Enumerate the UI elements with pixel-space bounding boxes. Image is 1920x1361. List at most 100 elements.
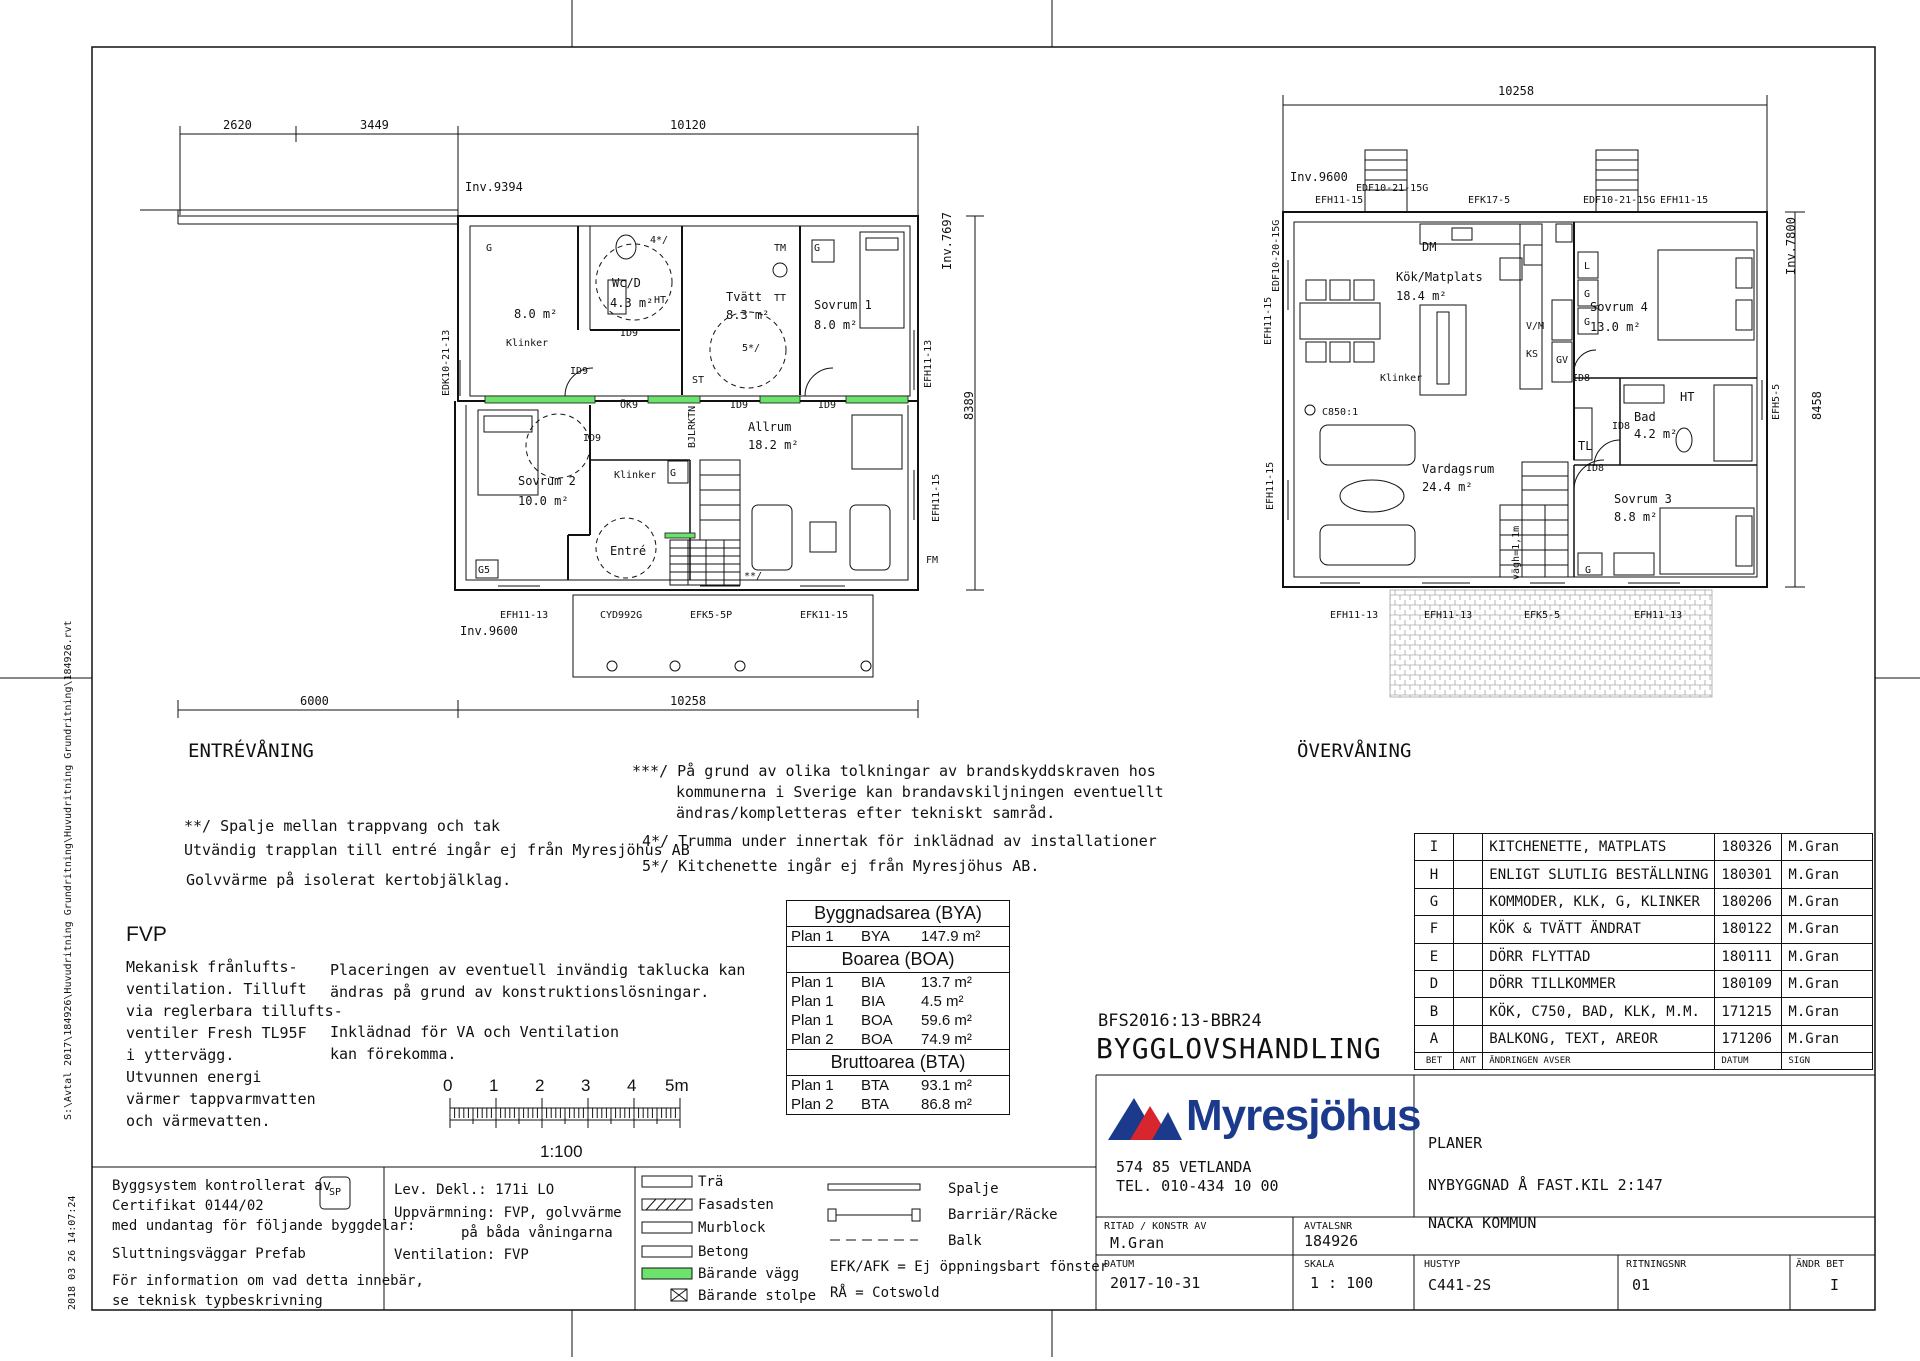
svg-text:SP: SP xyxy=(329,1187,341,1198)
andr-label: ÄNDR BET xyxy=(1796,1259,1845,1270)
revision-cell: 180109 xyxy=(1714,969,1783,999)
revision-cell: E xyxy=(1414,942,1454,971)
room-wc-area: 4.3 m² xyxy=(610,296,654,310)
dim-3449: 3449 xyxy=(360,118,389,132)
patio-stone xyxy=(1389,589,1713,698)
room-tvatt-area: 8.3 m² xyxy=(726,308,770,322)
tag-r-g-2: G xyxy=(1584,289,1591,300)
scale-bar xyxy=(449,1098,681,1128)
tag-efk5-5p: EFK5-5P xyxy=(690,610,733,621)
sp-certification-badge: SP xyxy=(319,1176,351,1210)
tag-r-efh5-5: EFH5-5 xyxy=(1771,383,1782,420)
note-trumma: 4*/ Trumma under innertak för inklädnad … xyxy=(642,832,1157,850)
tag-4star: 4*/ xyxy=(650,235,669,246)
room-sovrum2-name: Sovrum 2 xyxy=(518,474,576,488)
dim-6000: 6000 xyxy=(300,694,329,708)
ritnr-label: RITNINGSNR xyxy=(1626,1259,1687,1270)
kommun: NACKA KOMMUN xyxy=(1428,1214,1537,1232)
address-2: TEL. 010-434 10 00 xyxy=(1116,1177,1279,1195)
bta-title: Bruttoarea (BTA) xyxy=(787,1049,1009,1076)
fvp-title: FVP xyxy=(126,923,167,946)
inv-bottom-left: Inv.9600 xyxy=(460,624,518,638)
hustyp-label: HUSTYP xyxy=(1424,1259,1461,1270)
andr-value: I xyxy=(1830,1276,1840,1294)
title-block-frame xyxy=(92,1074,1875,1310)
revision-cell: KITCHENETTE, MATPLATS xyxy=(1482,832,1716,862)
tag-r-efh11-15-d: EFH11-15 xyxy=(1265,461,1276,510)
uppvarmning: Uppvärmning: FVP, golvvärme xyxy=(394,1205,622,1221)
avtal-value: 184926 xyxy=(1304,1232,1359,1250)
legend-efk: EFK/AFK = Ej öppningsbart fönster xyxy=(830,1259,1109,1275)
skala-value: 1 : 100 xyxy=(1310,1274,1374,1292)
tag-r-efk17-5: EFK17-5 xyxy=(1468,195,1511,206)
revision-cell: A xyxy=(1414,1024,1454,1054)
room-bad-name: Bad xyxy=(1634,410,1656,424)
note-brand-1: ***/ På grund av olika tolkningar av bra… xyxy=(632,762,1156,780)
revision-cell xyxy=(1452,915,1484,944)
tag-id9-4: ID9 xyxy=(818,400,837,411)
scale-label: 1:100 xyxy=(540,1142,583,1161)
tag-r-id8-3: ID8 xyxy=(1586,463,1605,474)
scale-tick-3: 3 xyxy=(581,1076,591,1095)
room-sovrum1-area: 8.0 m² xyxy=(814,318,858,332)
revision-cell: 180206 xyxy=(1714,887,1783,917)
ritnr-value: 01 xyxy=(1632,1276,1651,1294)
legend-swatches xyxy=(641,1175,921,1302)
revision-cell: M.Gran xyxy=(1781,832,1874,862)
floor-plan-entrance xyxy=(140,126,984,718)
room-sovrum1-name: Sovrum 1 xyxy=(814,298,872,312)
scale-tick-2: 2 xyxy=(535,1076,545,1095)
tag-id9-1: ID9 xyxy=(570,366,589,377)
inv-top-right: Inv.9600 xyxy=(1290,170,1348,184)
revision-cell xyxy=(1452,997,1484,1026)
note-brand-2: kommunerna i Sverige kan brandavskiljnin… xyxy=(676,783,1164,801)
tag-r-ht: HT xyxy=(1680,390,1695,404)
ventilation: Ventilation: FVP xyxy=(394,1247,529,1263)
legend-spalje: Spalje xyxy=(948,1181,999,1197)
revision-cell: M.Gran xyxy=(1781,887,1874,917)
scale-tick-4: 4 xyxy=(627,1076,637,1095)
room-allrum-name: Allrum xyxy=(748,420,792,434)
legend-balk: Balk xyxy=(948,1233,982,1249)
skala-label: SKALA xyxy=(1304,1259,1335,1270)
revision-cell: KOMMODER, KLK, G, KLINKER xyxy=(1482,887,1716,917)
tag-efh11-13-r: EFH11-13 xyxy=(923,339,934,388)
project-name: NYBYGGNAD Å FAST.KIL 2:147 xyxy=(1428,1176,1663,1194)
revision-cell: DÖRR TILLKOMMER xyxy=(1482,969,1716,999)
tag-r-l: L xyxy=(1584,261,1591,272)
dim-2620: 2620 xyxy=(223,118,252,132)
boa-title: Boarea (BOA) xyxy=(787,946,1009,973)
legend-murblock: Murblock xyxy=(698,1220,766,1236)
tag-ht: HT xyxy=(654,295,667,306)
revision-cell: ENLIGT SLUTLIG BESTÄLLNING xyxy=(1482,860,1716,889)
bfs-code: BFS2016:13-BBR24 xyxy=(1098,1011,1262,1031)
label-klinker-2: Klinker xyxy=(614,470,657,481)
placering-3: Inklädnad för VA och Ventilation xyxy=(330,1023,619,1041)
tag-r-efh11-13-a: EFH11-13 xyxy=(1330,610,1379,621)
cert-2: Certifikat 0144/02 xyxy=(112,1198,264,1214)
tag-id9-5: ID9 xyxy=(583,433,602,444)
scale-tick-0: 0 xyxy=(443,1076,453,1095)
scale-tick-1: 1 xyxy=(489,1076,499,1095)
tag-r-id8-2: ID8 xyxy=(1612,421,1631,432)
note-kitchenette: 5*/ Kitchenette ingår ej från Myresjöhus… xyxy=(642,857,1040,875)
tag-r-g-1: G xyxy=(1585,565,1592,576)
fvp-text: Mekanisk frånlufts- ventilation. Tilluft… xyxy=(126,958,343,1130)
myresjohus-logo xyxy=(1108,1098,1182,1140)
legend-ra: RÅ = Cotswold xyxy=(830,1285,940,1301)
dim-10120: 10120 xyxy=(670,118,707,132)
datum-label: DATUM xyxy=(1104,1259,1135,1270)
revision-cell: 180122 xyxy=(1714,915,1783,944)
bygglovshandling: BYGGLOVSHANDLING xyxy=(1096,1032,1382,1065)
room-kok-name: Kök/Matplats xyxy=(1396,270,1483,284)
revision-cell xyxy=(1452,860,1484,889)
dim-8458: 8458 xyxy=(1810,391,1824,420)
